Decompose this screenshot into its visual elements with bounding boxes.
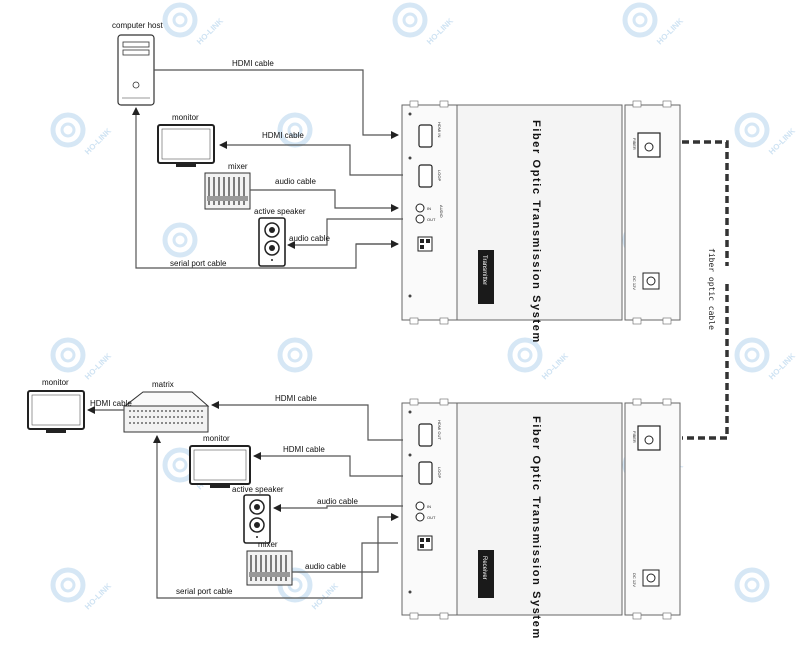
computer-host-label: computer host <box>112 21 163 30</box>
audio-in-jack <box>415 501 425 511</box>
audio-out-jack <box>415 512 425 522</box>
matrix-icon <box>123 391 210 433</box>
audio-out-cable-label: audio cable <box>317 497 358 506</box>
hdmi-loop-cable <box>219 141 403 176</box>
monitor-left-icon <box>27 390 85 433</box>
serial-cable-label-rx: serial port cable <box>176 587 233 596</box>
transmitter-unit: HDMI IN LOOP IN OUT AUDIO Fiber Optic Tr… <box>401 100 681 344</box>
mixer-icon <box>246 550 293 586</box>
watermark-text: HO-LINK <box>195 16 225 46</box>
hdmi-in-cable <box>154 69 399 139</box>
watermark-text: HO-LINK <box>655 16 685 46</box>
loop-port <box>418 461 433 485</box>
active-speaker-icon <box>243 494 271 544</box>
hdmi-loop-cable-label: HDMI cable <box>283 445 325 454</box>
monitor-icon <box>157 124 215 167</box>
serial-cable-rx <box>153 435 398 599</box>
fiber-cable-label: fiber optic cable <box>707 248 716 330</box>
watermark-text: HO-LINK <box>425 16 455 46</box>
active-speaker-label: active speaker <box>232 485 284 494</box>
transmitter-tag-label: Transmitter <box>481 255 487 285</box>
audio-out-cable <box>287 218 403 249</box>
hdmi-out-port-label: HDMI OUT <box>437 420 442 440</box>
hdmi-in-port-label: HDMI IN <box>437 122 442 137</box>
audio-out-cable-label: audio cable <box>289 234 330 243</box>
transmitter-tag <box>478 250 494 304</box>
watermark-text: HO-LINK <box>540 351 570 381</box>
audio-out-label: OUT <box>427 217 436 222</box>
audio-in-cable-label: audio cable <box>305 562 346 571</box>
hdmi-loop-cable-label: HDMI cable <box>262 131 304 140</box>
monitor-label: monitor <box>203 434 230 443</box>
power-port-label: DC 12V <box>632 573 637 587</box>
loop-port <box>418 164 433 188</box>
audio-in-cable <box>292 513 399 573</box>
active-speaker-label: active speaker <box>254 207 306 216</box>
monitor-icon <box>189 445 251 488</box>
hdmi-out-cable-label: HDMI cable <box>275 394 317 403</box>
transmitter-title: Fiber Optic Transmission System <box>530 120 542 344</box>
mixer-label: mixer <box>258 540 278 549</box>
audio-in-label: IN <box>427 504 431 509</box>
loop-port-label: LOOP <box>437 170 442 181</box>
monitor-label: monitor <box>172 113 199 122</box>
audio-in-jack <box>415 203 425 213</box>
hdmi-loop-cable <box>253 452 403 477</box>
power-port-label: DC 12V <box>632 276 637 290</box>
audio-port-label: AUDIO <box>439 205 444 218</box>
receiver-title: Fiber Optic Transmission System <box>530 416 542 640</box>
fiber-port-label: FIBER <box>632 138 637 150</box>
hdmi-out-cable <box>211 401 403 441</box>
hdmi-out-port <box>418 423 433 447</box>
audio-out-cable <box>273 504 403 512</box>
monitor-left-label: monitor <box>42 378 69 387</box>
receiver-tag-label: Receiver <box>481 556 487 580</box>
transmitter-cables <box>132 69 403 269</box>
hdmi-in-port <box>418 124 433 148</box>
receiver-cables <box>87 401 403 599</box>
hdmi-matrix-monitor-label: HDMI cable <box>90 399 132 408</box>
computer-host-icon <box>117 34 155 106</box>
matrix-label: matrix <box>152 380 174 389</box>
loop-port-label: LOOP <box>437 467 442 478</box>
watermark-text: HO-LINK <box>767 351 797 381</box>
serial-cable-label-tx: serial port cable <box>170 259 227 268</box>
receiver-tag <box>478 550 494 598</box>
watermark-text: HO-LINK <box>83 126 113 156</box>
audio-out-label: OUT <box>427 515 436 520</box>
audio-in-label: IN <box>427 206 431 211</box>
hdmi-in-cable-label: HDMI cable <box>232 59 274 68</box>
fiber-optic-cable <box>682 140 729 440</box>
watermark-text: HO-LINK <box>767 126 797 156</box>
receiver-unit: HDMI OUT LOOP IN OUT Fiber Optic Transmi… <box>401 398 681 640</box>
audio-in-cable-label: audio cable <box>275 177 316 186</box>
mixer-label: mixer <box>228 162 248 171</box>
watermark-text: HO-LINK <box>310 581 340 611</box>
audio-in-cable <box>250 189 399 212</box>
fiber-port-label: FIBER <box>632 431 637 443</box>
audio-out-jack <box>415 214 425 224</box>
watermark-text: HO-LINK <box>83 351 113 381</box>
watermark-text: HO-LINK <box>83 581 113 611</box>
mixer-icon <box>204 172 251 210</box>
active-speaker-icon <box>258 217 286 267</box>
